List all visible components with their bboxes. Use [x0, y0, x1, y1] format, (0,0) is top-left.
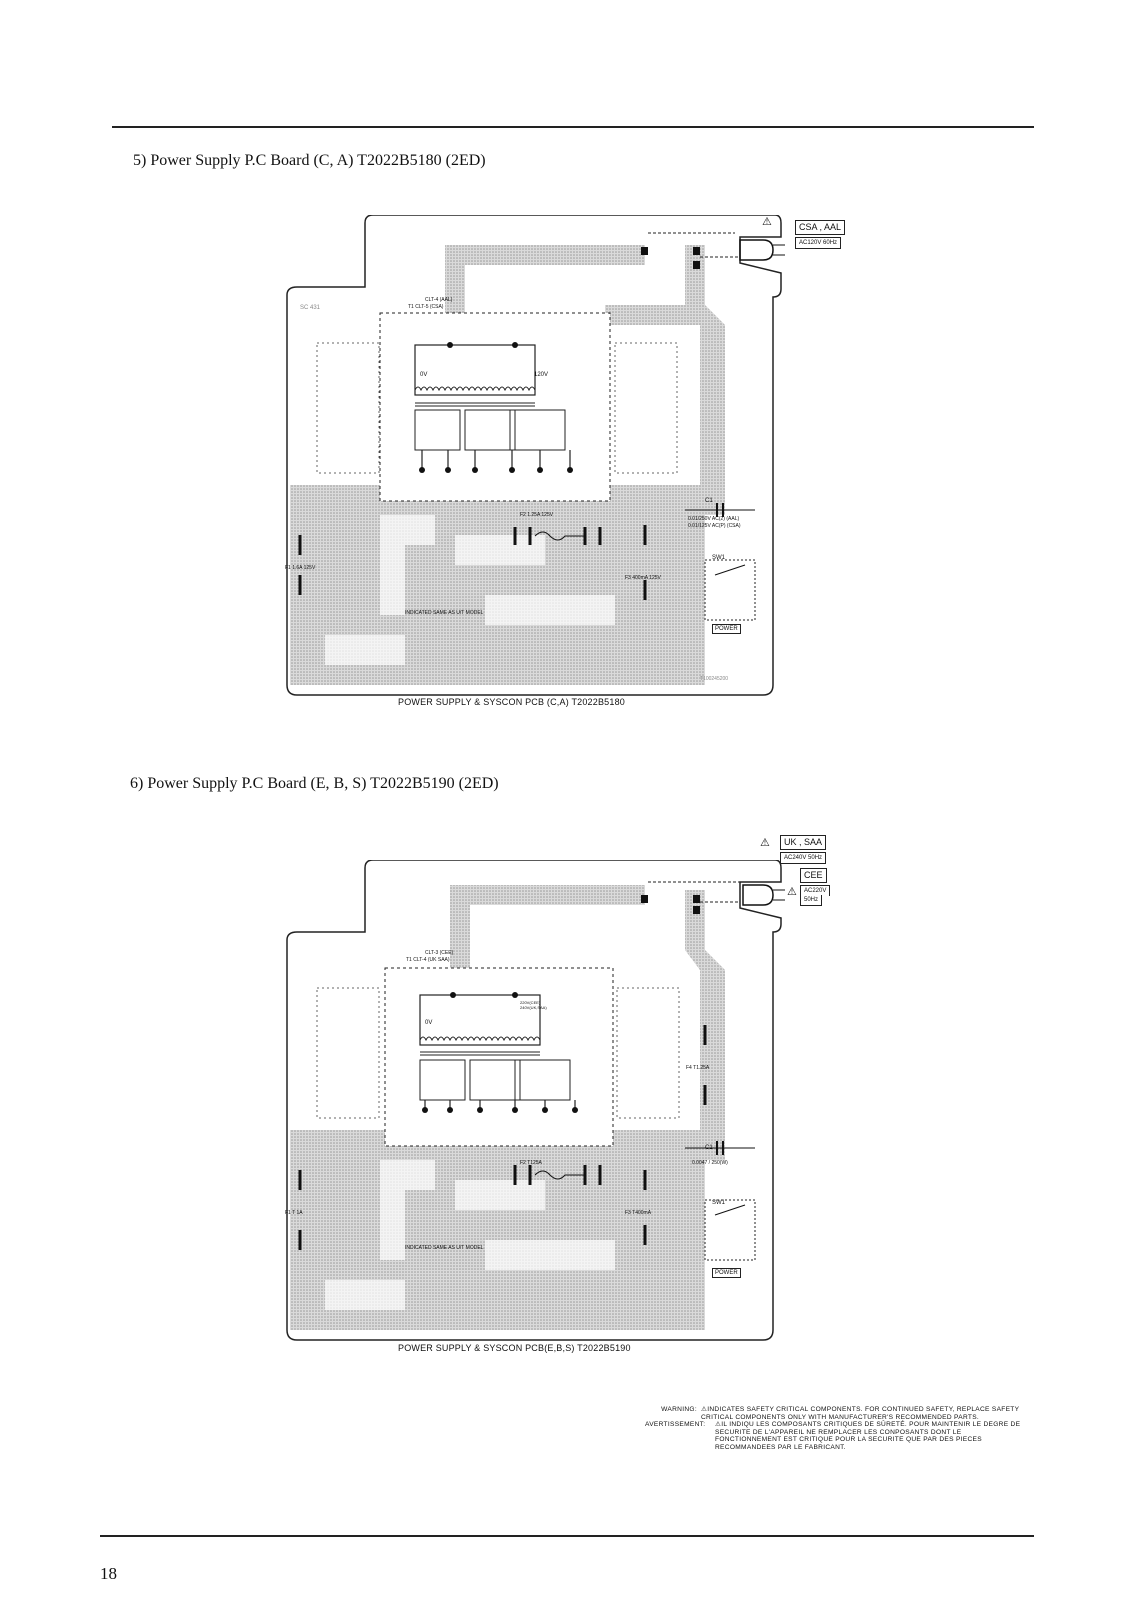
- switch-ref: SW1: [712, 1200, 726, 1206]
- plug-label-cee: CEE: [800, 868, 827, 883]
- voltage-label-cee-1: AC220V: [800, 885, 831, 896]
- cap-ref: C1: [705, 1145, 713, 1151]
- winding-right-label: 120V: [534, 372, 549, 378]
- section6-heading: 6) Power Supply P.C Board (E, B, S) T202…: [130, 775, 499, 792]
- warning-icon: ⚠: [787, 885, 797, 898]
- switch-ref: SW1: [712, 555, 726, 561]
- transformer-ref: CLT-4 (AAL): [425, 297, 453, 303]
- warning-icon: ⚠: [760, 836, 770, 849]
- warning-key: WARNING:: [661, 1406, 697, 1413]
- winding-right-label: 220V(CEE) 240V(UK,SAA): [520, 1000, 547, 1010]
- section5-caption: POWER SUPPLY & SYSCON PCB (C,A) T2022B51…: [398, 697, 625, 707]
- power-label: POWER: [712, 1268, 741, 1278]
- cap-values: 0.0047 / 250(W): [692, 1160, 728, 1166]
- transformer-ref-2: T1 CLT-5 (CSA): [408, 304, 444, 310]
- fuse-f2-label: F2 T125A: [520, 1160, 542, 1166]
- fuse-f1-label: F1 1.6A 125V: [285, 565, 316, 571]
- voltage-label-cee-2: 50Hz: [800, 895, 823, 906]
- fuse-f4-label: F4 T1.25A: [686, 1065, 710, 1071]
- indicated-note: INDICATED SAME AS U/T MODEL: [405, 1245, 484, 1251]
- transformer-ref: CLT-3 (CEE): [425, 950, 454, 956]
- section5-heading: 5) Power Supply P.C Board (C, A) T2022B5…: [133, 152, 486, 169]
- indicated-note: INDICATED SAME AS U/T MODEL: [405, 610, 484, 616]
- avert-key: AVERTISSEMENT:: [645, 1421, 706, 1429]
- top-rule: [112, 126, 1034, 128]
- avert-text: ⚠IL INDIQU LES COMPOSANTS CRITIQUES DE S…: [715, 1421, 1021, 1451]
- avertissement-row: AVERTISSEMENT: ⚠IL INDIQU LES COMPOSANTS…: [645, 1421, 1025, 1451]
- cap-values-2: 0.01/125V AC(P) (CSA): [688, 523, 741, 529]
- section6-caption: POWER SUPPLY & SYSCON PCB(E,B,S) T2022B5…: [398, 1343, 631, 1353]
- plug-label: CSA , AAL: [795, 220, 846, 235]
- section5-pcb-diagram: [286, 215, 785, 696]
- voltage-label-uk: AC240V 50Hz: [780, 852, 827, 864]
- section6-pcb-diagram: [286, 860, 785, 1341]
- winding-left-label: 0V: [425, 1020, 433, 1026]
- plug-label-uk: UK , SAA: [780, 835, 827, 850]
- fuse-f3-label: F3 T400mA: [625, 1210, 652, 1216]
- cap-ref: C1: [705, 498, 713, 504]
- warning-row: WARNING: ⚠INDICATES SAFETY CRITICAL COMP…: [645, 1406, 1025, 1421]
- cap-values: 0.01/250V AC(2) (AAL): [688, 516, 740, 522]
- transformer-ref-2: T1 CLT-4 (UK SAA): [406, 957, 450, 963]
- voltage-label: AC120V 60Hz: [795, 237, 842, 249]
- safety-warning: WARNING: ⚠INDICATES SAFETY CRITICAL COMP…: [645, 1406, 1025, 1452]
- winding-left-label: 0V: [420, 372, 428, 378]
- bottom-rule: [100, 1535, 1034, 1537]
- board-number: T100245200: [700, 676, 729, 682]
- fuse-f3-label: F3 400mA 125V: [625, 575, 661, 581]
- fuse-f2-label: F2 1.25A 125V: [520, 512, 554, 518]
- board-id: SC 431: [300, 305, 321, 311]
- fuse-f1-label: F1 T 1A: [285, 1210, 303, 1216]
- warning-text: ⚠INDICATES SAFETY CRITICAL COMPONENTS. F…: [701, 1406, 1020, 1421]
- warning-icon: ⚠: [762, 215, 772, 228]
- page-number: 18: [100, 1564, 117, 1583]
- power-label: POWER: [712, 624, 741, 634]
